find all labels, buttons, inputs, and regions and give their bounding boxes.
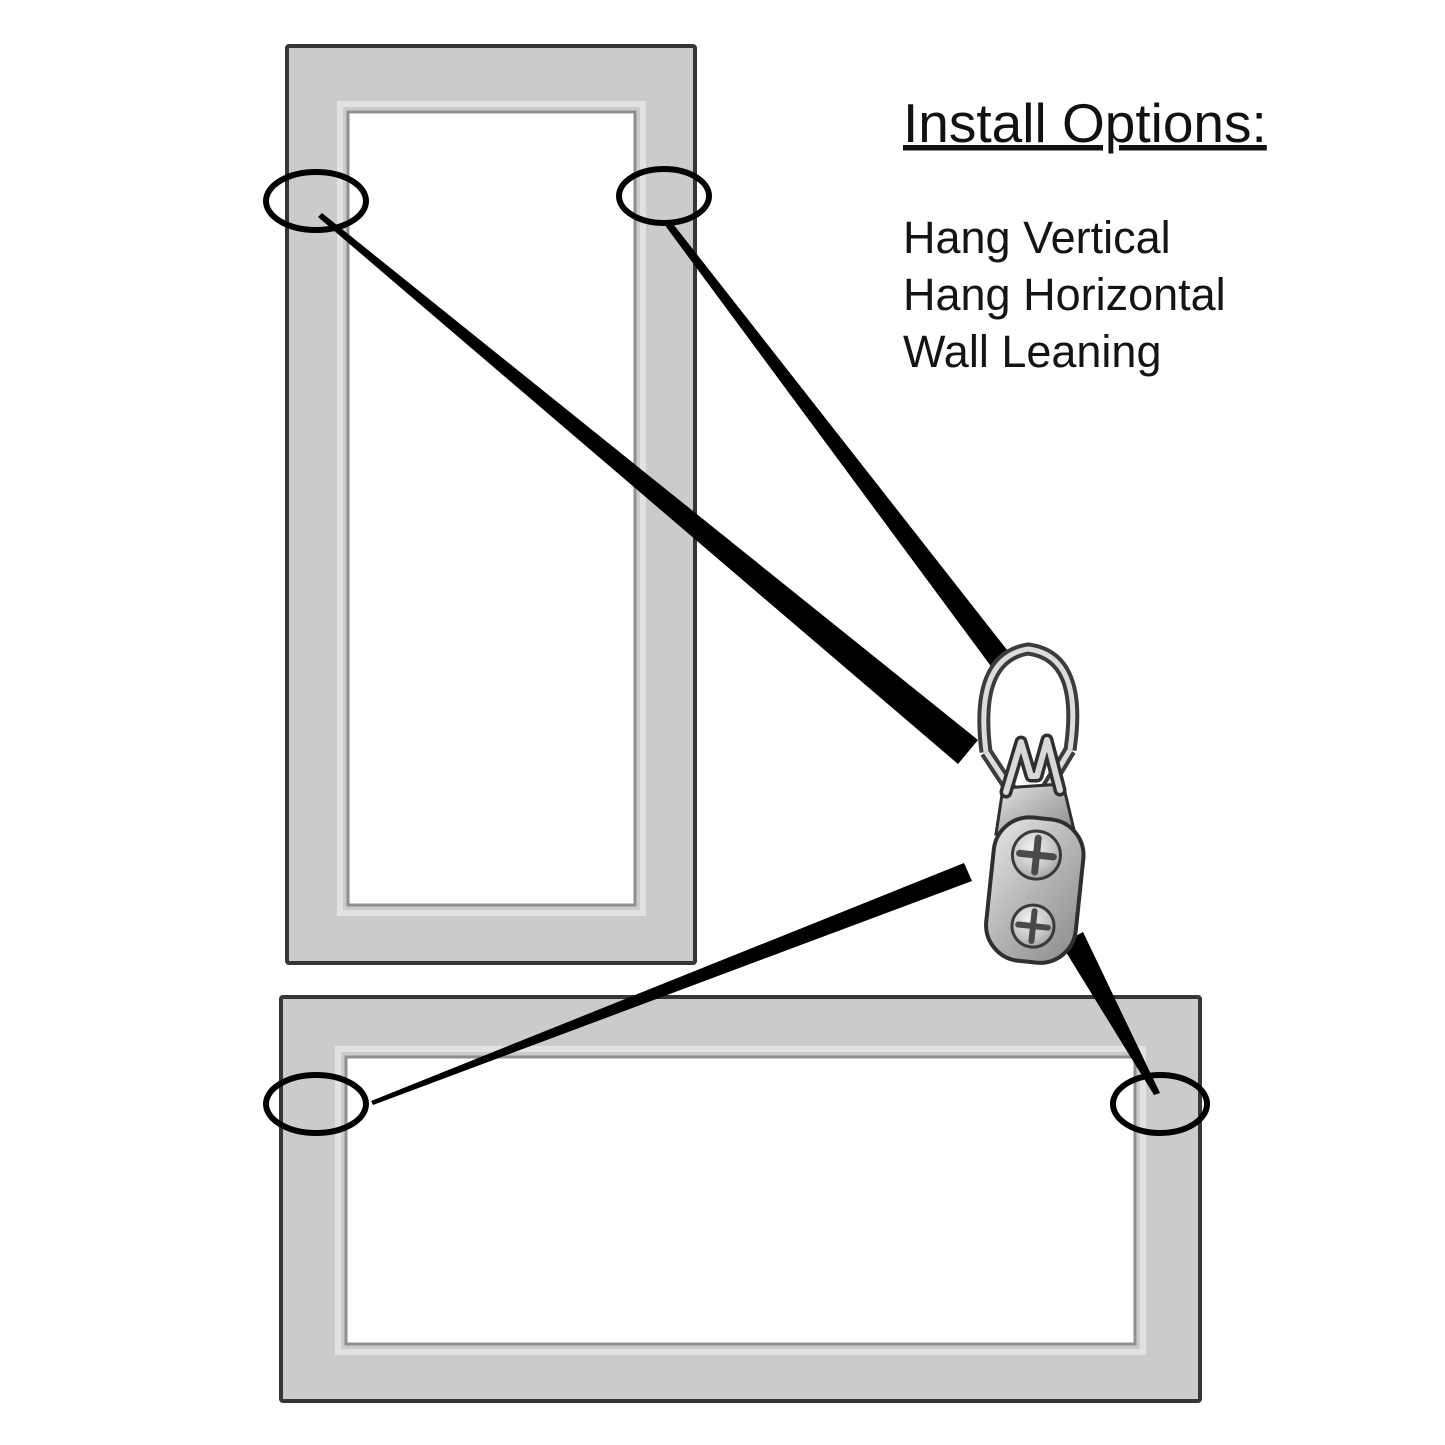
marker-horizontal-left bbox=[263, 1072, 369, 1136]
screw-top-phillips-slot bbox=[1016, 834, 1057, 876]
hanger-plate-group bbox=[984, 815, 1086, 965]
marker-vertical-right bbox=[616, 166, 712, 226]
pointer-line-vertical-left bbox=[318, 213, 978, 764]
d-ring-loop-highlight bbox=[981, 646, 1076, 753]
screw-bottom-phillips-slot bbox=[1015, 908, 1051, 945]
horizontal-frame-bevel bbox=[335, 1046, 1146, 1355]
d-ring-hanger-icon bbox=[977, 642, 1086, 965]
pointer-line-horizontal-left bbox=[371, 863, 972, 1105]
pointer-line-vertical-right bbox=[664, 220, 1011, 669]
pointer-line-horizontal-right bbox=[1061, 932, 1160, 1095]
option-hang-vertical: Hang Vertical bbox=[903, 212, 1171, 263]
pointer-lines bbox=[318, 213, 1160, 1105]
vertical-frame-bevel bbox=[337, 101, 646, 916]
option-wall-leaning: Wall Leaning bbox=[903, 326, 1162, 377]
vertical-frame bbox=[285, 44, 697, 965]
horizontal-frame bbox=[279, 995, 1202, 1403]
hanger-hook-wire bbox=[1003, 737, 1063, 795]
page-title: Install Options: bbox=[903, 92, 1267, 154]
horizontal-frame-opening bbox=[344, 1055, 1137, 1346]
marker-horizontal-right bbox=[1110, 1072, 1210, 1136]
option-hang-horizontal: Hang Horizontal bbox=[903, 269, 1226, 320]
hanger-markers bbox=[263, 166, 1210, 1136]
vertical-frame-opening bbox=[346, 110, 637, 907]
text-block: Install Options: Hang Vertical Hang Hori… bbox=[903, 92, 1267, 377]
marker-vertical-left bbox=[263, 169, 369, 233]
